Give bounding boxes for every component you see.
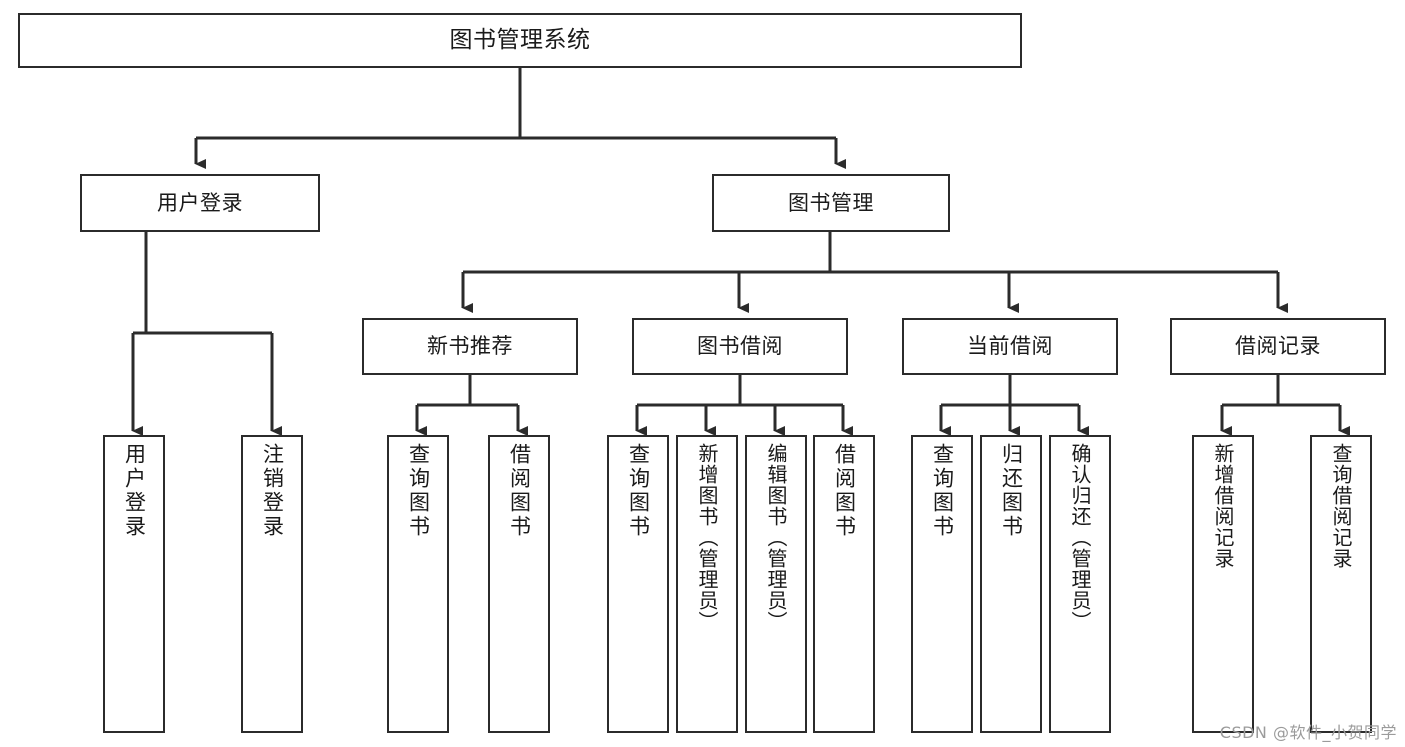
node-label: 当前借阅 xyxy=(967,334,1053,359)
node-leaf-borrow-book-recommend[interactable]: 借阅图书 xyxy=(488,435,550,733)
node-leaf-borrow-book[interactable]: 借阅图书 xyxy=(813,435,875,733)
node-label: 编辑图书（管理员） xyxy=(764,443,788,632)
node-label: 查询图书 xyxy=(626,443,651,539)
node-label: 图书借阅 xyxy=(697,334,783,359)
node-current-borrow[interactable]: 当前借阅 xyxy=(902,318,1118,375)
node-label: 确认归还（管理员） xyxy=(1068,443,1092,632)
node-leaf-confirm-return-admin[interactable]: 确认归还（管理员） xyxy=(1049,435,1111,733)
node-borrow-record[interactable]: 借阅记录 xyxy=(1170,318,1386,375)
node-leaf-user-login[interactable]: 用户登录 xyxy=(103,435,165,733)
node-label: 查询图书 xyxy=(406,443,431,539)
node-leaf-edit-book-admin[interactable]: 编辑图书（管理员） xyxy=(745,435,807,733)
node-leaf-query-book-current[interactable]: 查询图书 xyxy=(911,435,973,733)
node-label: 图书管理系统 xyxy=(449,26,591,53)
node-label: 归还图书 xyxy=(999,443,1024,539)
node-leaf-query-borrow-record[interactable]: 查询借阅记录 xyxy=(1310,435,1372,733)
node-root-system[interactable]: 图书管理系统 xyxy=(18,13,1022,68)
node-label: 借阅图书 xyxy=(832,443,857,539)
node-label: 新增借阅记录 xyxy=(1211,443,1235,569)
node-label: 用户登录 xyxy=(122,443,147,539)
node-book-management[interactable]: 图书管理 xyxy=(712,174,950,232)
node-leaf-add-borrow-record[interactable]: 新增借阅记录 xyxy=(1192,435,1254,733)
watermark: CSDN @软件_小贺同学 xyxy=(1219,723,1397,742)
node-label: 借阅图书 xyxy=(507,443,532,539)
node-book-borrow[interactable]: 图书借阅 xyxy=(632,318,848,375)
node-label: 借阅记录 xyxy=(1235,334,1321,359)
node-label: 图书管理 xyxy=(788,190,874,215)
node-leaf-return-book[interactable]: 归还图书 xyxy=(980,435,1042,733)
node-label: 注销登录 xyxy=(260,443,285,539)
node-label: 查询借阅记录 xyxy=(1329,443,1353,569)
node-label: 新书推荐 xyxy=(427,334,513,359)
node-label: 新增图书（管理员） xyxy=(695,443,719,632)
node-label: 查询图书 xyxy=(930,443,955,539)
node-new-book-recommend[interactable]: 新书推荐 xyxy=(362,318,578,375)
node-leaf-logout[interactable]: 注销登录 xyxy=(241,435,303,733)
node-leaf-add-book-admin[interactable]: 新增图书（管理员） xyxy=(676,435,738,733)
node-label: 用户登录 xyxy=(157,190,243,215)
node-leaf-query-book-recommend[interactable]: 查询图书 xyxy=(387,435,449,733)
node-leaf-query-book-borrow[interactable]: 查询图书 xyxy=(607,435,669,733)
node-user-login[interactable]: 用户登录 xyxy=(80,174,320,232)
